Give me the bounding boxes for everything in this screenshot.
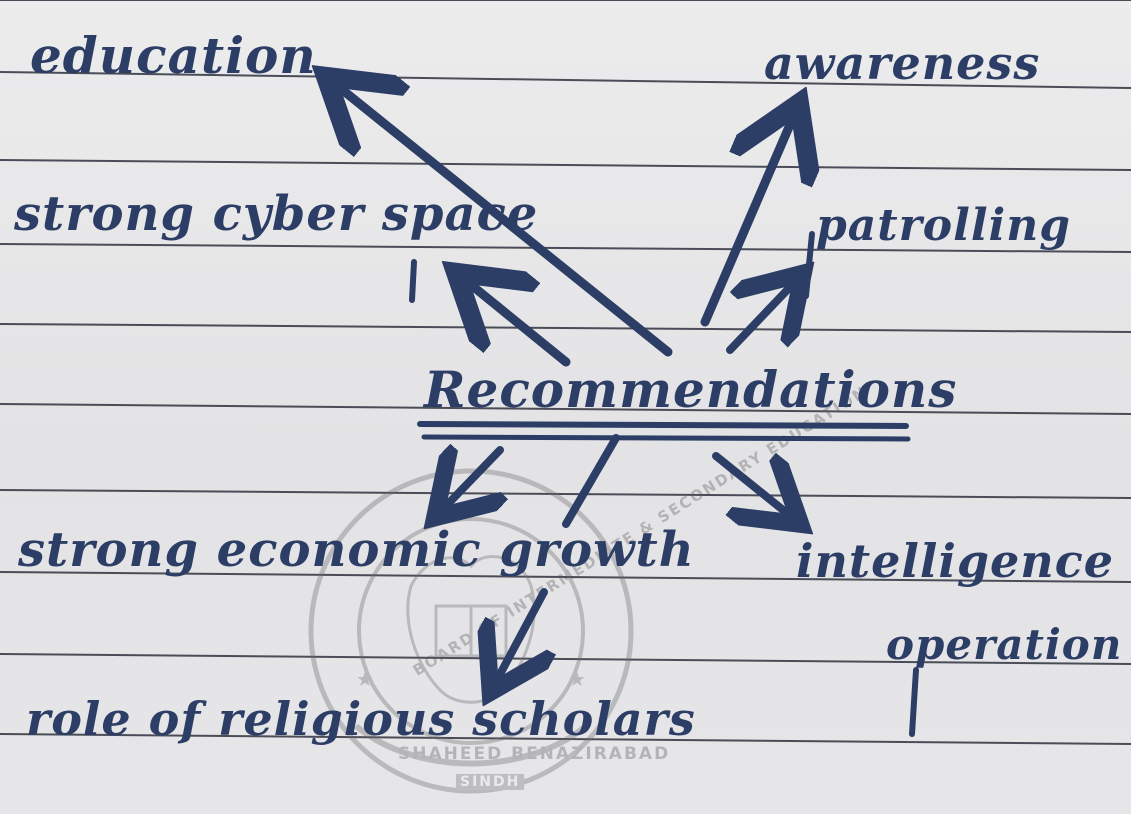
patrolling-stroke <box>803 231 815 299</box>
arrow-to-education <box>340 88 673 357</box>
operation-stroke <box>909 667 919 737</box>
svg-text:★: ★ <box>568 667 586 691</box>
label-awareness: awareness <box>764 36 1041 90</box>
arrow-to-patrolling <box>726 285 792 354</box>
arrow-to-awareness <box>700 120 792 327</box>
arrow-to-intelligence <box>712 452 788 514</box>
connector-line <box>562 434 620 528</box>
arrow-to-economic-growth <box>446 450 500 506</box>
label-patrolling: patrolling <box>816 200 1072 251</box>
label-religious-scholars: role of religious scholars <box>26 692 696 746</box>
title-underline-2 <box>421 434 911 442</box>
svg-text:★: ★ <box>356 667 374 691</box>
label-cyber-space: strong cyber space <box>14 186 539 242</box>
cyber-space-stroke <box>409 259 417 303</box>
label-education: education <box>30 26 317 85</box>
seal-region-text: SINDH <box>456 774 525 790</box>
arrow-to-religious-scholars <box>498 588 544 678</box>
center-title: Recommendations <box>424 360 958 419</box>
label-intelligence: intelligence <box>796 534 1115 588</box>
arrow-to-cyber-space <box>470 284 571 367</box>
seal-bottom-text: SHAHEED BENAZIRABAD <box>398 744 671 764</box>
label-operation: operation <box>886 620 1123 669</box>
label-economic-growth: strong economic growth <box>18 522 695 578</box>
title-underline-1 <box>417 421 909 429</box>
